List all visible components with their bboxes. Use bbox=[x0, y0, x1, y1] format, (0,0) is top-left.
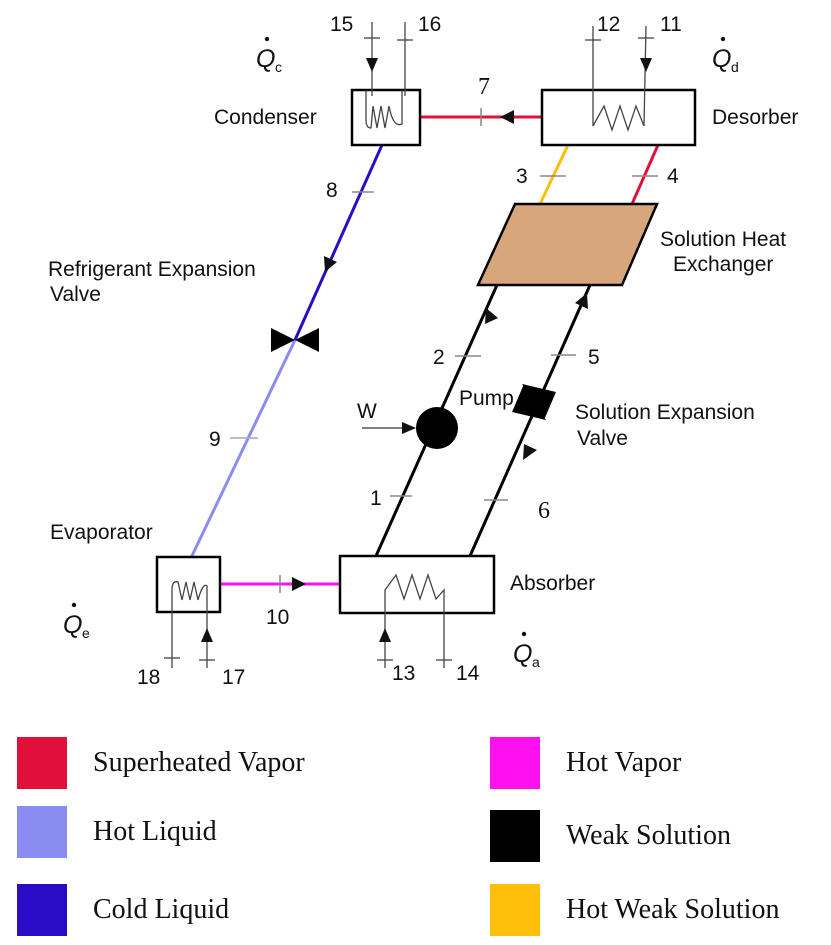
svg-text:a: a bbox=[532, 654, 540, 670]
legend-item-superheated-vapor: Superheated Vapor bbox=[17, 737, 305, 789]
state-2: 2 bbox=[433, 346, 445, 369]
absorber-coil bbox=[384, 572, 445, 668]
heat-qd: Q d bbox=[712, 36, 739, 75]
heat-qa: Q a bbox=[513, 631, 540, 670]
evaporator-box bbox=[155, 555, 222, 614]
state-17: 17 bbox=[222, 666, 245, 689]
shx-label-2: Exchanger bbox=[673, 253, 773, 276]
state-7: 7 bbox=[478, 74, 490, 100]
flow-arrow-7 bbox=[500, 110, 514, 124]
shx-label-1: Solution Heat bbox=[660, 228, 786, 251]
sol-valve-label-1: Solution Expansion bbox=[575, 401, 755, 424]
refrigerant-valve-icon bbox=[271, 328, 295, 352]
flow-arrow-8 bbox=[324, 256, 337, 272]
state-18: 18 bbox=[137, 666, 160, 689]
sol-valve-label-2: Valve bbox=[577, 427, 628, 450]
flow-line-8 bbox=[293, 144, 384, 341]
state-14: 14 bbox=[456, 662, 480, 685]
state-3: 3 bbox=[516, 165, 528, 188]
legend-label: Weak Solution bbox=[566, 820, 731, 851]
absorber-label: Absorber bbox=[510, 572, 595, 595]
state-1: 1 bbox=[370, 487, 382, 510]
legend-label: Hot Liquid bbox=[93, 816, 217, 847]
legend-swatch bbox=[490, 884, 540, 936]
state-9: 9 bbox=[209, 428, 221, 451]
desorber-coil bbox=[592, 25, 647, 133]
arrow-13 bbox=[379, 628, 391, 642]
condenser-box bbox=[350, 88, 422, 147]
evaporator-coil bbox=[171, 581, 208, 668]
flow-arrow-2 bbox=[485, 308, 498, 324]
legend-swatch bbox=[17, 737, 67, 789]
legend-item-hot-weak-solution: Hot Weak Solution bbox=[490, 884, 779, 936]
legend-label: Hot Weak Solution bbox=[566, 894, 780, 925]
legend-swatch bbox=[17, 884, 67, 936]
evaporator-label: Evaporator bbox=[50, 521, 153, 544]
svg-text:Q: Q bbox=[712, 45, 731, 73]
svg-text:e: e bbox=[82, 625, 90, 641]
work-label: W bbox=[357, 400, 377, 423]
solution-valve-icon bbox=[522, 384, 556, 420]
legend-item-hot-vapor: Hot Vapor bbox=[490, 737, 681, 789]
legend-swatch bbox=[490, 737, 540, 789]
svg-text:d: d bbox=[731, 59, 739, 75]
arrow-15 bbox=[366, 58, 378, 72]
arrow-17 bbox=[201, 628, 213, 642]
condenser-label: Condenser bbox=[214, 106, 317, 129]
desorber-label: Desorber bbox=[712, 106, 798, 129]
flow-arrow-5 bbox=[575, 293, 588, 309]
flow-arrow-6 bbox=[523, 444, 537, 460]
pump-icon bbox=[416, 407, 458, 449]
state-15: 15 bbox=[330, 13, 353, 36]
legend-label: Superheated Vapor bbox=[93, 747, 305, 778]
svg-text:Q: Q bbox=[256, 45, 275, 73]
legend-label: Cold Liquid bbox=[93, 894, 230, 925]
solution-valve-icon-b bbox=[512, 384, 546, 420]
legend-label: Hot Vapor bbox=[566, 747, 682, 778]
svg-text:Q: Q bbox=[513, 640, 532, 668]
flow-line-4 bbox=[630, 144, 660, 205]
legend-item-cold-liquid: Cold Liquid bbox=[17, 884, 229, 936]
refrigerant-valve-icon-b bbox=[295, 328, 319, 352]
state-6: 6 bbox=[538, 498, 550, 524]
shx-box bbox=[476, 202, 659, 287]
absorber-box bbox=[338, 554, 496, 615]
arrow-11 bbox=[640, 58, 652, 72]
flow-line-3 bbox=[538, 144, 570, 205]
ref-valve-label-1: Refrigerant Expansion bbox=[48, 258, 256, 281]
state-5: 5 bbox=[588, 346, 600, 369]
state-10: 10 bbox=[266, 606, 289, 629]
state-11: 11 bbox=[660, 13, 682, 36]
heat-qc: Q c bbox=[256, 36, 282, 75]
flow-line-5-6 bbox=[468, 284, 592, 557]
state-12: 12 bbox=[597, 13, 620, 36]
legend-item-weak-solution: Weak Solution bbox=[490, 810, 731, 862]
state-16: 16 bbox=[418, 13, 441, 36]
flow-line-9 bbox=[188, 339, 297, 561]
work-arrow bbox=[402, 422, 416, 434]
state-8: 8 bbox=[326, 179, 338, 202]
ref-valve-label-2: Valve bbox=[50, 283, 101, 306]
heat-qe: Q e bbox=[63, 602, 90, 641]
svg-text:Q: Q bbox=[63, 611, 82, 639]
svg-text:c: c bbox=[275, 59, 282, 75]
condenser-coil bbox=[365, 90, 403, 129]
pump-label: Pump bbox=[459, 387, 514, 410]
legend-item-hot-liquid: Hot Liquid bbox=[17, 806, 217, 858]
state-13: 13 bbox=[392, 662, 415, 685]
state-4: 4 bbox=[667, 165, 679, 188]
flow-arrow-10 bbox=[292, 577, 306, 591]
legend-swatch bbox=[17, 806, 67, 858]
legend-swatch bbox=[490, 810, 540, 862]
desorber-box bbox=[540, 88, 697, 147]
absorption-cycle-diagram: Condenser Desorber Solution Heat Exchang… bbox=[48, 13, 798, 689]
